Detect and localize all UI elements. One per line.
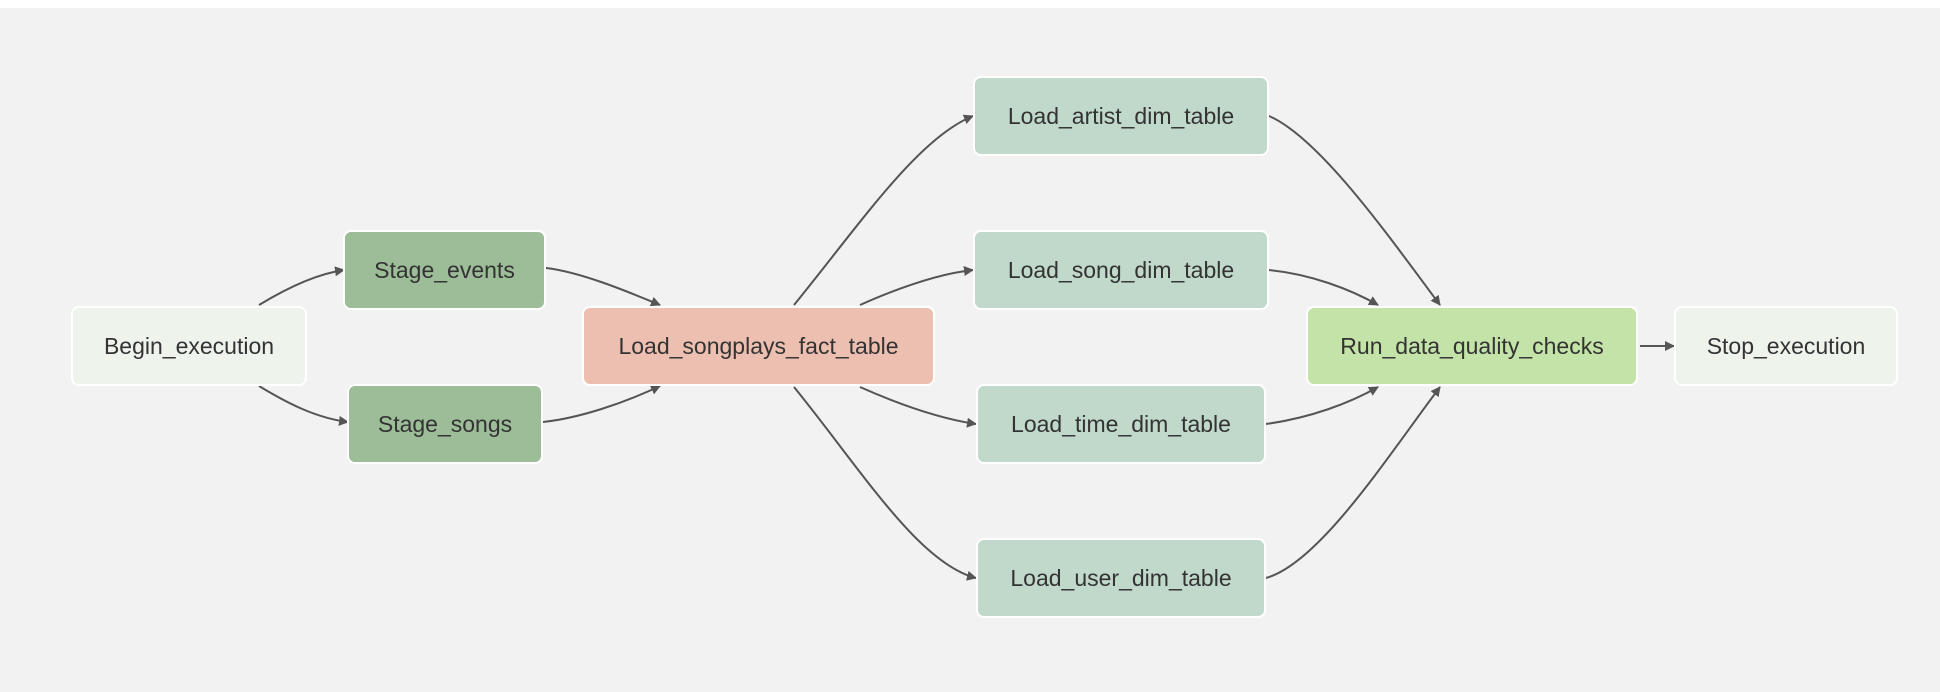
edge-begin-to-stage-songs	[258, 385, 349, 426]
edge-song-to-quality	[1268, 269, 1379, 306]
edge-fact-to-time	[859, 386, 977, 428]
edge-stage-songs-to-fact	[542, 385, 661, 423]
edge-fact-to-user	[793, 386, 977, 581]
task-label: Stage_events	[374, 256, 515, 283]
task-node-load-song-dim-table[interactable]: Load_song_dim_table	[973, 230, 1269, 310]
edge-fact-to-song	[859, 265, 974, 306]
task-node-load-songplays-fact-table[interactable]: Load_songplays_fact_table	[582, 306, 935, 386]
task-label: Load_artist_dim_table	[1007, 102, 1235, 129]
task-node-begin-execution[interactable]: Begin_execution	[71, 306, 307, 386]
edge-begin-to-stage-events	[258, 266, 345, 306]
task-node-stage-songs[interactable]: Stage_songs	[347, 384, 543, 464]
edge-user-to-quality	[1265, 386, 1441, 579]
task-node-stage-events[interactable]: Stage_events	[343, 230, 546, 310]
task-node-load-time-dim-table[interactable]: Load_time_dim_table	[976, 384, 1266, 464]
task-label: Load_song_dim_table	[1007, 256, 1235, 283]
edge-fact-to-artist	[793, 114, 974, 306]
dag-graph-canvas: Begin_execution Stage_events Stage_songs…	[0, 8, 1940, 692]
task-label: Run_data_quality_checks	[1340, 332, 1604, 359]
task-node-load-artist-dim-table[interactable]: Load_artist_dim_table	[973, 76, 1269, 156]
task-label: Stop_execution	[1706, 332, 1866, 359]
edge-time-to-quality	[1265, 386, 1379, 425]
dag-edges	[258, 114, 1675, 581]
task-label: Load_user_dim_table	[1010, 564, 1232, 591]
task-node-run-data-quality-checks[interactable]: Run_data_quality_checks	[1306, 306, 1638, 386]
task-label: Load_songplays_fact_table	[618, 332, 899, 359]
task-label: Begin_execution	[103, 332, 275, 359]
task-node-stop-execution[interactable]: Stop_execution	[1674, 306, 1898, 386]
task-node-load-user-dim-table[interactable]: Load_user_dim_table	[976, 538, 1266, 618]
task-label: Load_time_dim_table	[1011, 410, 1231, 437]
edge-stage-events-to-fact	[545, 267, 661, 307]
task-label: Stage_songs	[377, 410, 513, 437]
edge-artist-to-quality	[1268, 115, 1441, 306]
